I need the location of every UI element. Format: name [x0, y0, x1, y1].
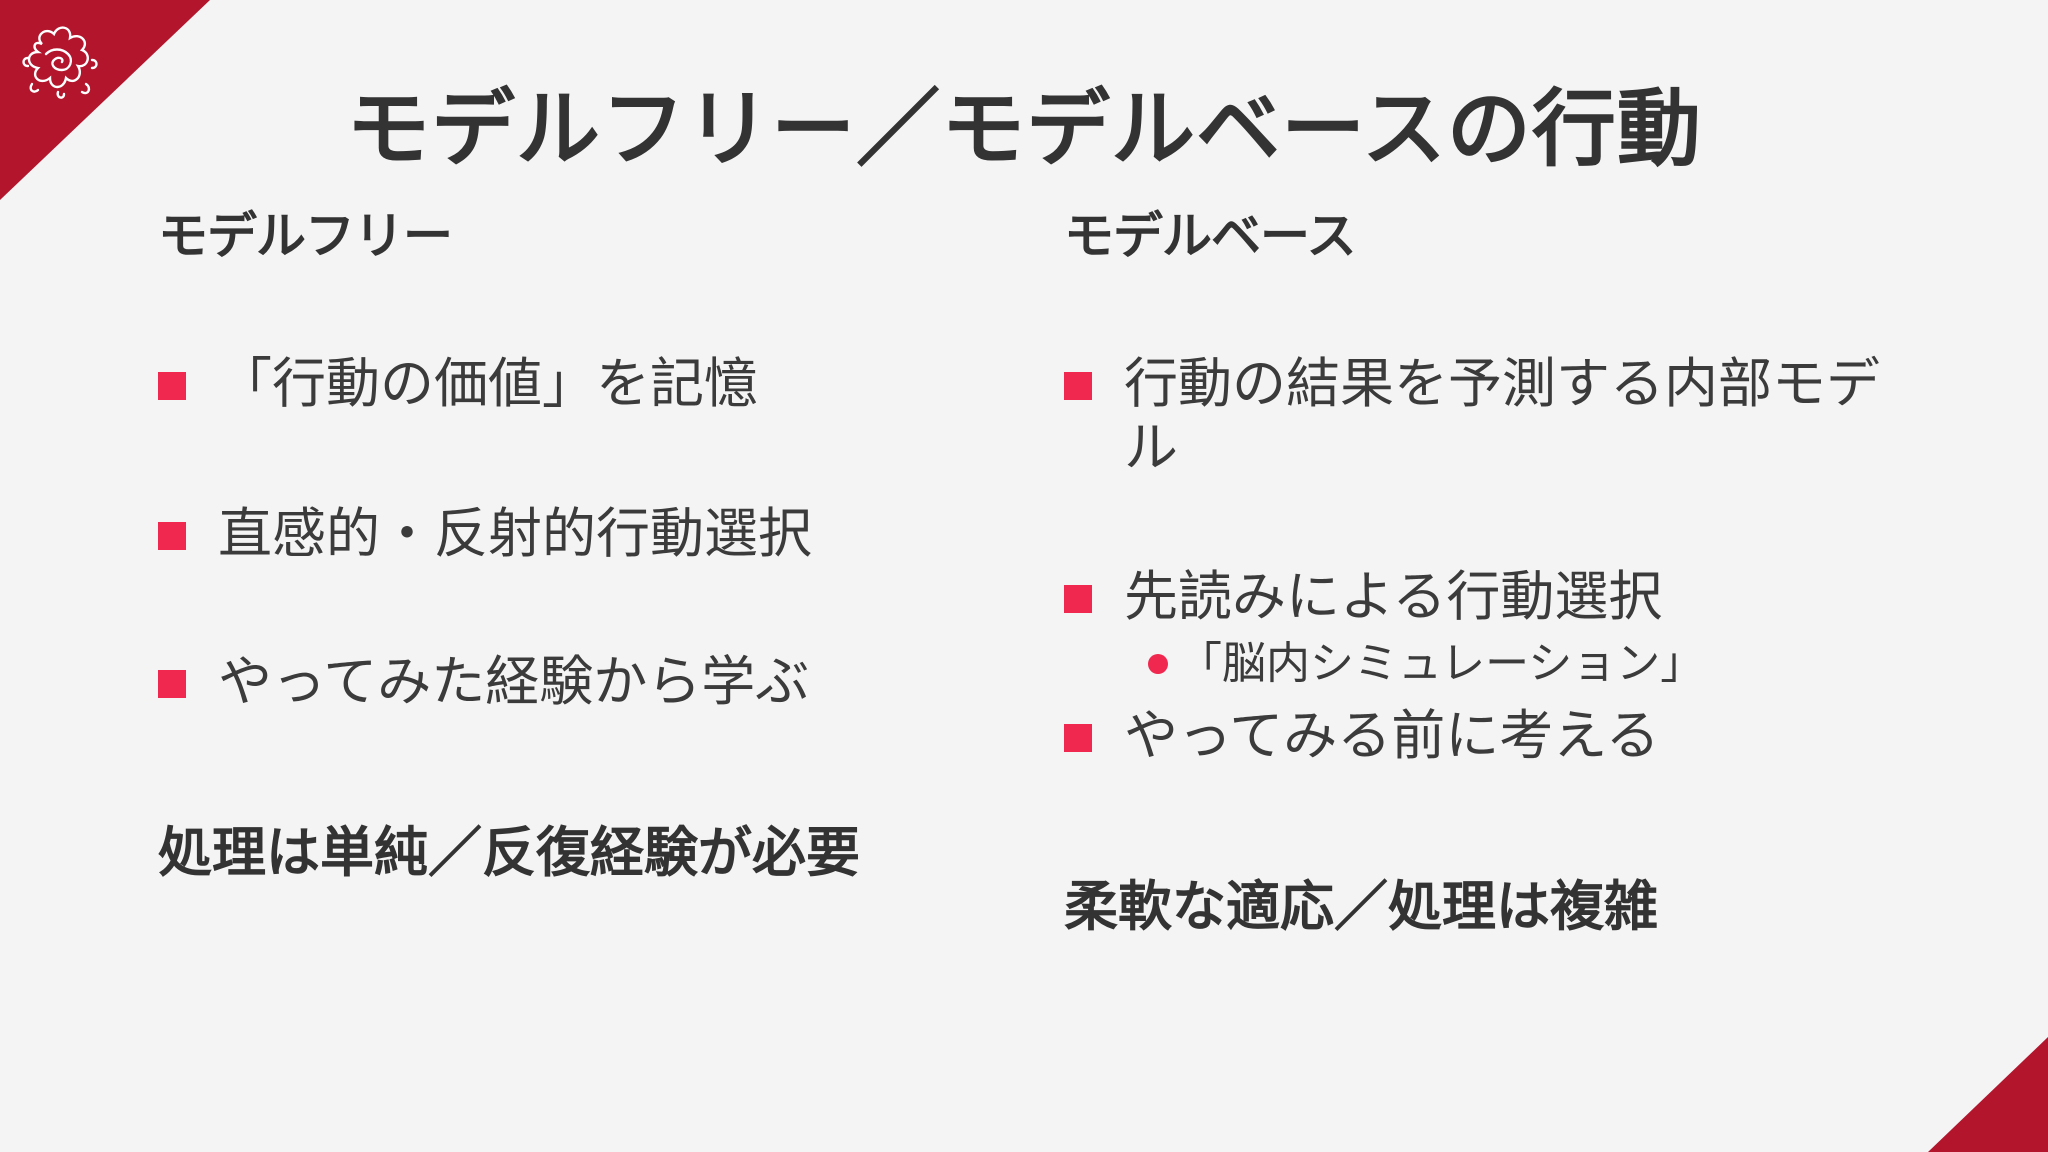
sub-list-item-text: 「脳内シミュレーション」 — [1178, 638, 1705, 689]
square-bullet-icon — [158, 522, 186, 550]
square-bullet-icon — [1064, 585, 1092, 613]
list-item-text: 「行動の価値」を記憶 — [218, 352, 758, 415]
list-item-text: 先読みによる行動選択 — [1124, 565, 1663, 628]
corner-decoration-bottom-right — [1928, 1037, 2048, 1152]
model-based-summary: 柔軟な適応／処理は複雑 — [1064, 875, 1658, 938]
slide-title: モデルフリー／モデルベースの行動 — [346, 80, 1702, 178]
dot-bullet-icon — [1148, 654, 1168, 674]
list-item-text: 直感的・反射的行動選択 — [218, 502, 812, 565]
model-free-summary: 処理は単純／反復経験が必要 — [158, 821, 860, 884]
list-item: 先読みによる行動選択 — [1064, 565, 1662, 629]
list-item-text: やってみた経験から学ぶ — [218, 650, 810, 713]
list-item-text: 行動の結果を予測する内部モデル — [1124, 352, 1880, 479]
list-item: やってみる前に考える — [1064, 704, 1660, 768]
sub-list-item: 「脳内シミュレーション」 — [1148, 636, 1704, 692]
list-item-text: やってみる前に考える — [1124, 704, 1660, 767]
list-item: 「行動の価値」を記憶 — [158, 352, 758, 416]
square-bullet-icon — [158, 372, 186, 400]
model-free-heading: モデルフリー — [158, 207, 453, 265]
list-item: 直感的・反射的行動選択 — [158, 502, 812, 566]
emblem-logo-icon — [22, 26, 98, 99]
list-item: 行動の結果を予測する内部モデル — [1064, 352, 1894, 480]
model-based-heading: モデルベース — [1064, 207, 1357, 265]
square-bullet-icon — [1064, 372, 1092, 400]
model-free-column: モデルフリー 「行動の価値」を記憶 直感的・反射的行動選択 やってみた経験から学… — [158, 200, 1028, 884]
square-bullet-icon — [1064, 724, 1092, 752]
square-bullet-icon — [158, 670, 186, 698]
list-item: やってみた経験から学ぶ — [158, 650, 809, 714]
corner-decoration-top-left — [0, 0, 210, 200]
model-based-column: モデルベース 行動の結果を予測する内部モデル 先読みによる行動選択 「脳内シミュ… — [1064, 200, 1994, 938]
